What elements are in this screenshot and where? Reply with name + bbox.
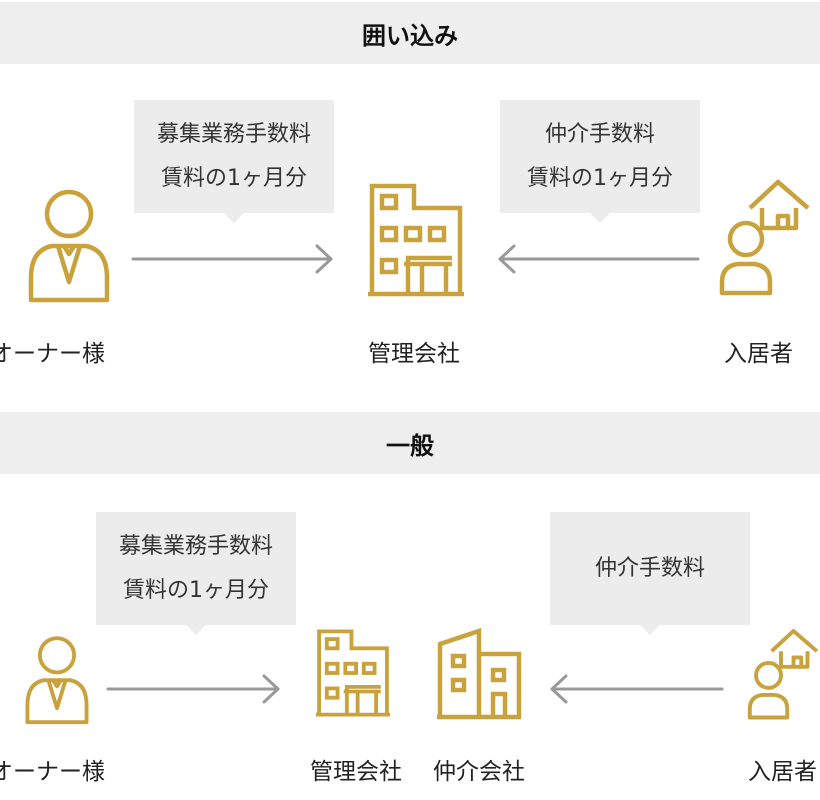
arrow-right: [106, 674, 280, 704]
section-header-general: 一般: [0, 412, 820, 474]
arrow-left: [498, 244, 700, 274]
owner-person-icon: [28, 189, 110, 303]
arrow-left: [550, 674, 724, 704]
fee-bubble-owner: 募集業務手数料 賃料の1ヶ月分: [96, 512, 296, 635]
arrow-right: [131, 244, 333, 274]
management-building-icon: [316, 629, 390, 717]
owner-label: オーナー様: [0, 341, 105, 367]
section-title: 一般: [386, 431, 434, 460]
fee-bubble-owner: 募集業務手数料 賃料の1ヶ月分: [134, 100, 334, 223]
owner-person-icon: [25, 636, 89, 725]
owner-label: オーナー様: [0, 759, 105, 785]
fee-line: 賃料の1ヶ月分: [161, 165, 307, 191]
tenant-label: 入居者: [724, 341, 793, 367]
management-company-label: 管理会社: [310, 759, 402, 785]
management-building-icon: [368, 183, 464, 297]
broker-building-icon: [437, 627, 522, 720]
section-header-enclosure: 囲い込み: [0, 2, 820, 64]
fee-line: 仲介手数料: [594, 555, 705, 581]
fee-line: 賃料の1ヶ月分: [527, 165, 673, 191]
fee-bubble-tenant: 仲介手数料 賃料の1ヶ月分: [500, 100, 700, 223]
tenant-label: 入居者: [748, 759, 817, 785]
tenant-home-icon: [747, 628, 819, 720]
fee-line: 募集業務手数料: [156, 121, 311, 147]
fee-line: 賃料の1ヶ月分: [123, 577, 269, 603]
fee-line: 仲介手数料: [544, 121, 655, 147]
section-title: 囲い込み: [362, 21, 458, 50]
tenant-home-icon: [719, 179, 810, 296]
broker-company-label: 仲介会社: [433, 759, 525, 785]
fee-bubble-tenant: 仲介手数料: [550, 512, 750, 635]
management-company-label: 管理会社: [368, 341, 460, 367]
fee-line: 募集業務手数料: [118, 533, 273, 559]
